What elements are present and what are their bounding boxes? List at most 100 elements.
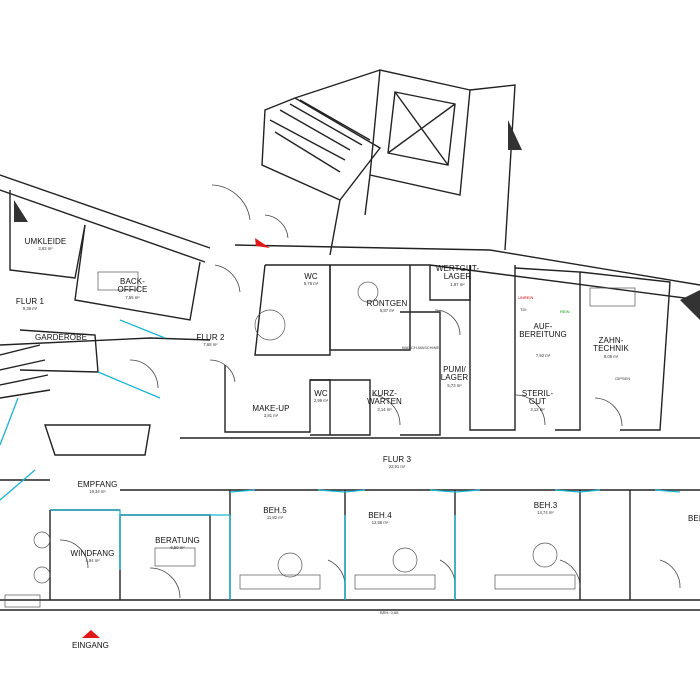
wall-pumi: [469, 265, 516, 431]
room-name-line2: GUT: [528, 397, 547, 407]
bench-beh3: [494, 574, 576, 590]
wc1-fixture: [254, 309, 286, 341]
room-kurz-warten: KURZ- WARTEN 3,14 m²: [362, 389, 407, 412]
stair-core: [261, 97, 382, 201]
room-wertgut-lager: WERTGUT- LAGER 1,97 m²: [430, 264, 485, 287]
door-swing-10: [149, 567, 181, 599]
wall-right-top: [234, 244, 700, 286]
room-name: BEH: [688, 514, 700, 523]
room-name: WINDFANG: [70, 549, 115, 558]
room-umkleide: UMKLEIDE 3,63 m²: [18, 237, 73, 252]
room-flur-2: FLUR 2 7,68 m²: [188, 333, 233, 348]
room-name: BEH.4: [368, 511, 392, 520]
note-gipsen: GIPSEN: [615, 376, 631, 381]
room-beratung: BERATUNG 6,50 m²: [150, 536, 205, 551]
glass-wall-10: [579, 489, 681, 493]
door-swing-2: [214, 264, 241, 293]
wall-roentgen: [329, 265, 411, 351]
wall-zahntechnik: [579, 271, 671, 431]
room-area: 5,76 m²: [303, 281, 319, 287]
room-area: 7,55 m²: [125, 294, 140, 300]
room-name-line2: LAGER: [440, 373, 469, 383]
room-make-up: MAKE-UP 3,81 m²: [245, 404, 297, 419]
door-swing-9: [594, 397, 623, 427]
room-name-line2: WARTEN: [367, 397, 402, 407]
room-wc-2: WC 2,99 m²: [306, 389, 336, 404]
note-brh: BRH: 0,68: [380, 610, 399, 615]
dental-chair-beh5: [277, 552, 303, 578]
stair-treads: [269, 99, 371, 173]
wall-umkleide: [9, 190, 86, 279]
room-name: BEH.3: [533, 501, 558, 510]
dental-chair-beh3: [532, 542, 558, 568]
door-swing-13: [439, 559, 456, 589]
glass-wall-4: [0, 469, 36, 501]
entrance-arrow: [82, 630, 100, 638]
room-name: GARDEROBE: [34, 333, 88, 342]
room-aufbereitung: AUF- BEREITUNG 7,92 m²: [512, 322, 574, 358]
door-swing-14: [559, 559, 581, 589]
room-name: STERIL-: [521, 389, 554, 398]
glass-wall-8: [344, 489, 456, 493]
bench-beh5: [239, 574, 321, 590]
room-name: WC: [314, 389, 328, 398]
room-back-office: BACK- OFFICE 7,55 m²: [105, 277, 160, 300]
desk-beratung: [154, 547, 196, 567]
dental-chair-beh4: [392, 547, 418, 573]
room-area: 2,99 m²: [313, 398, 329, 404]
door-swing-8: [514, 394, 546, 426]
wall-tower-right: [469, 84, 516, 251]
room-area: 14,74 m²: [537, 510, 554, 516]
room-area: 5,87 m²: [379, 308, 395, 314]
wall-backoffice: [74, 224, 201, 321]
wall-left-wing-top: [0, 174, 211, 249]
door-swing-11: [59, 539, 89, 569]
wall-left-wing-bottom: [0, 337, 211, 346]
glass-wall-3: [0, 397, 19, 446]
room-area: 11,82 m²: [266, 515, 284, 521]
room-area: 9,39 m²: [22, 306, 38, 312]
door-swing-7: [371, 394, 401, 426]
xray-unit: [357, 281, 379, 303]
reception-desk: [44, 424, 151, 456]
room-area: 7,92 m²: [535, 352, 551, 358]
room-area: 3,81 m²: [263, 413, 279, 419]
note-waschmaschine: WASCH-MASCHINE: [402, 345, 440, 350]
room-name: EMPFANG: [77, 480, 118, 489]
direction-marker-upper: [255, 238, 270, 248]
room-name: KURZ-: [372, 389, 397, 398]
door-swing-5: [209, 359, 236, 383]
note-rein: REIN: [560, 309, 570, 314]
glass-wall-5: [50, 509, 121, 570]
glass-wall-2: [97, 371, 161, 399]
room-area: 9,08 m²: [603, 353, 619, 359]
elevator-tower: [369, 69, 471, 196]
room-name-line2: BEREITUNG: [519, 330, 567, 340]
room-beh-3: BEH.3 14,74 m²: [523, 501, 568, 516]
wall-aufbereitung: [514, 267, 581, 431]
wall-core-lines: [294, 69, 381, 256]
room-name: BACK-: [120, 277, 145, 286]
room-windfang: WINDFANG 4,94 m²: [65, 549, 120, 564]
desk-zahntechnik: [589, 287, 636, 307]
wall-wasch: [400, 311, 441, 436]
door-swing-4: [129, 359, 159, 389]
wall-makeup: [224, 365, 331, 435]
room-name: FLUR 3: [382, 455, 412, 464]
room-area: 3,63 m²: [38, 246, 53, 252]
bench-beh4: [354, 574, 436, 590]
room-name-line2: OFFICE: [117, 285, 148, 295]
room-name: WERTGUT-: [435, 264, 480, 273]
chair-empfang-2: [33, 566, 51, 584]
note-tdi: TDI: [520, 307, 527, 312]
glass-wall-1: [119, 319, 166, 339]
room-flur-1: FLUR 1 9,39 m²: [5, 297, 55, 312]
stair-arrow-far-right: [680, 290, 700, 320]
door-swing-15: [659, 559, 681, 589]
room-area: 12,58 m²: [371, 520, 389, 526]
wall-left-wing-mid: [0, 189, 206, 263]
stair-arrow-left: [14, 200, 28, 222]
room-zahntechnik: ZAHN- TECHNIK 9,08 m²: [585, 336, 637, 359]
room-roentgen: RÖNTGEN 5,87 m²: [362, 299, 412, 314]
room-name: UMKLEIDE: [24, 237, 67, 246]
